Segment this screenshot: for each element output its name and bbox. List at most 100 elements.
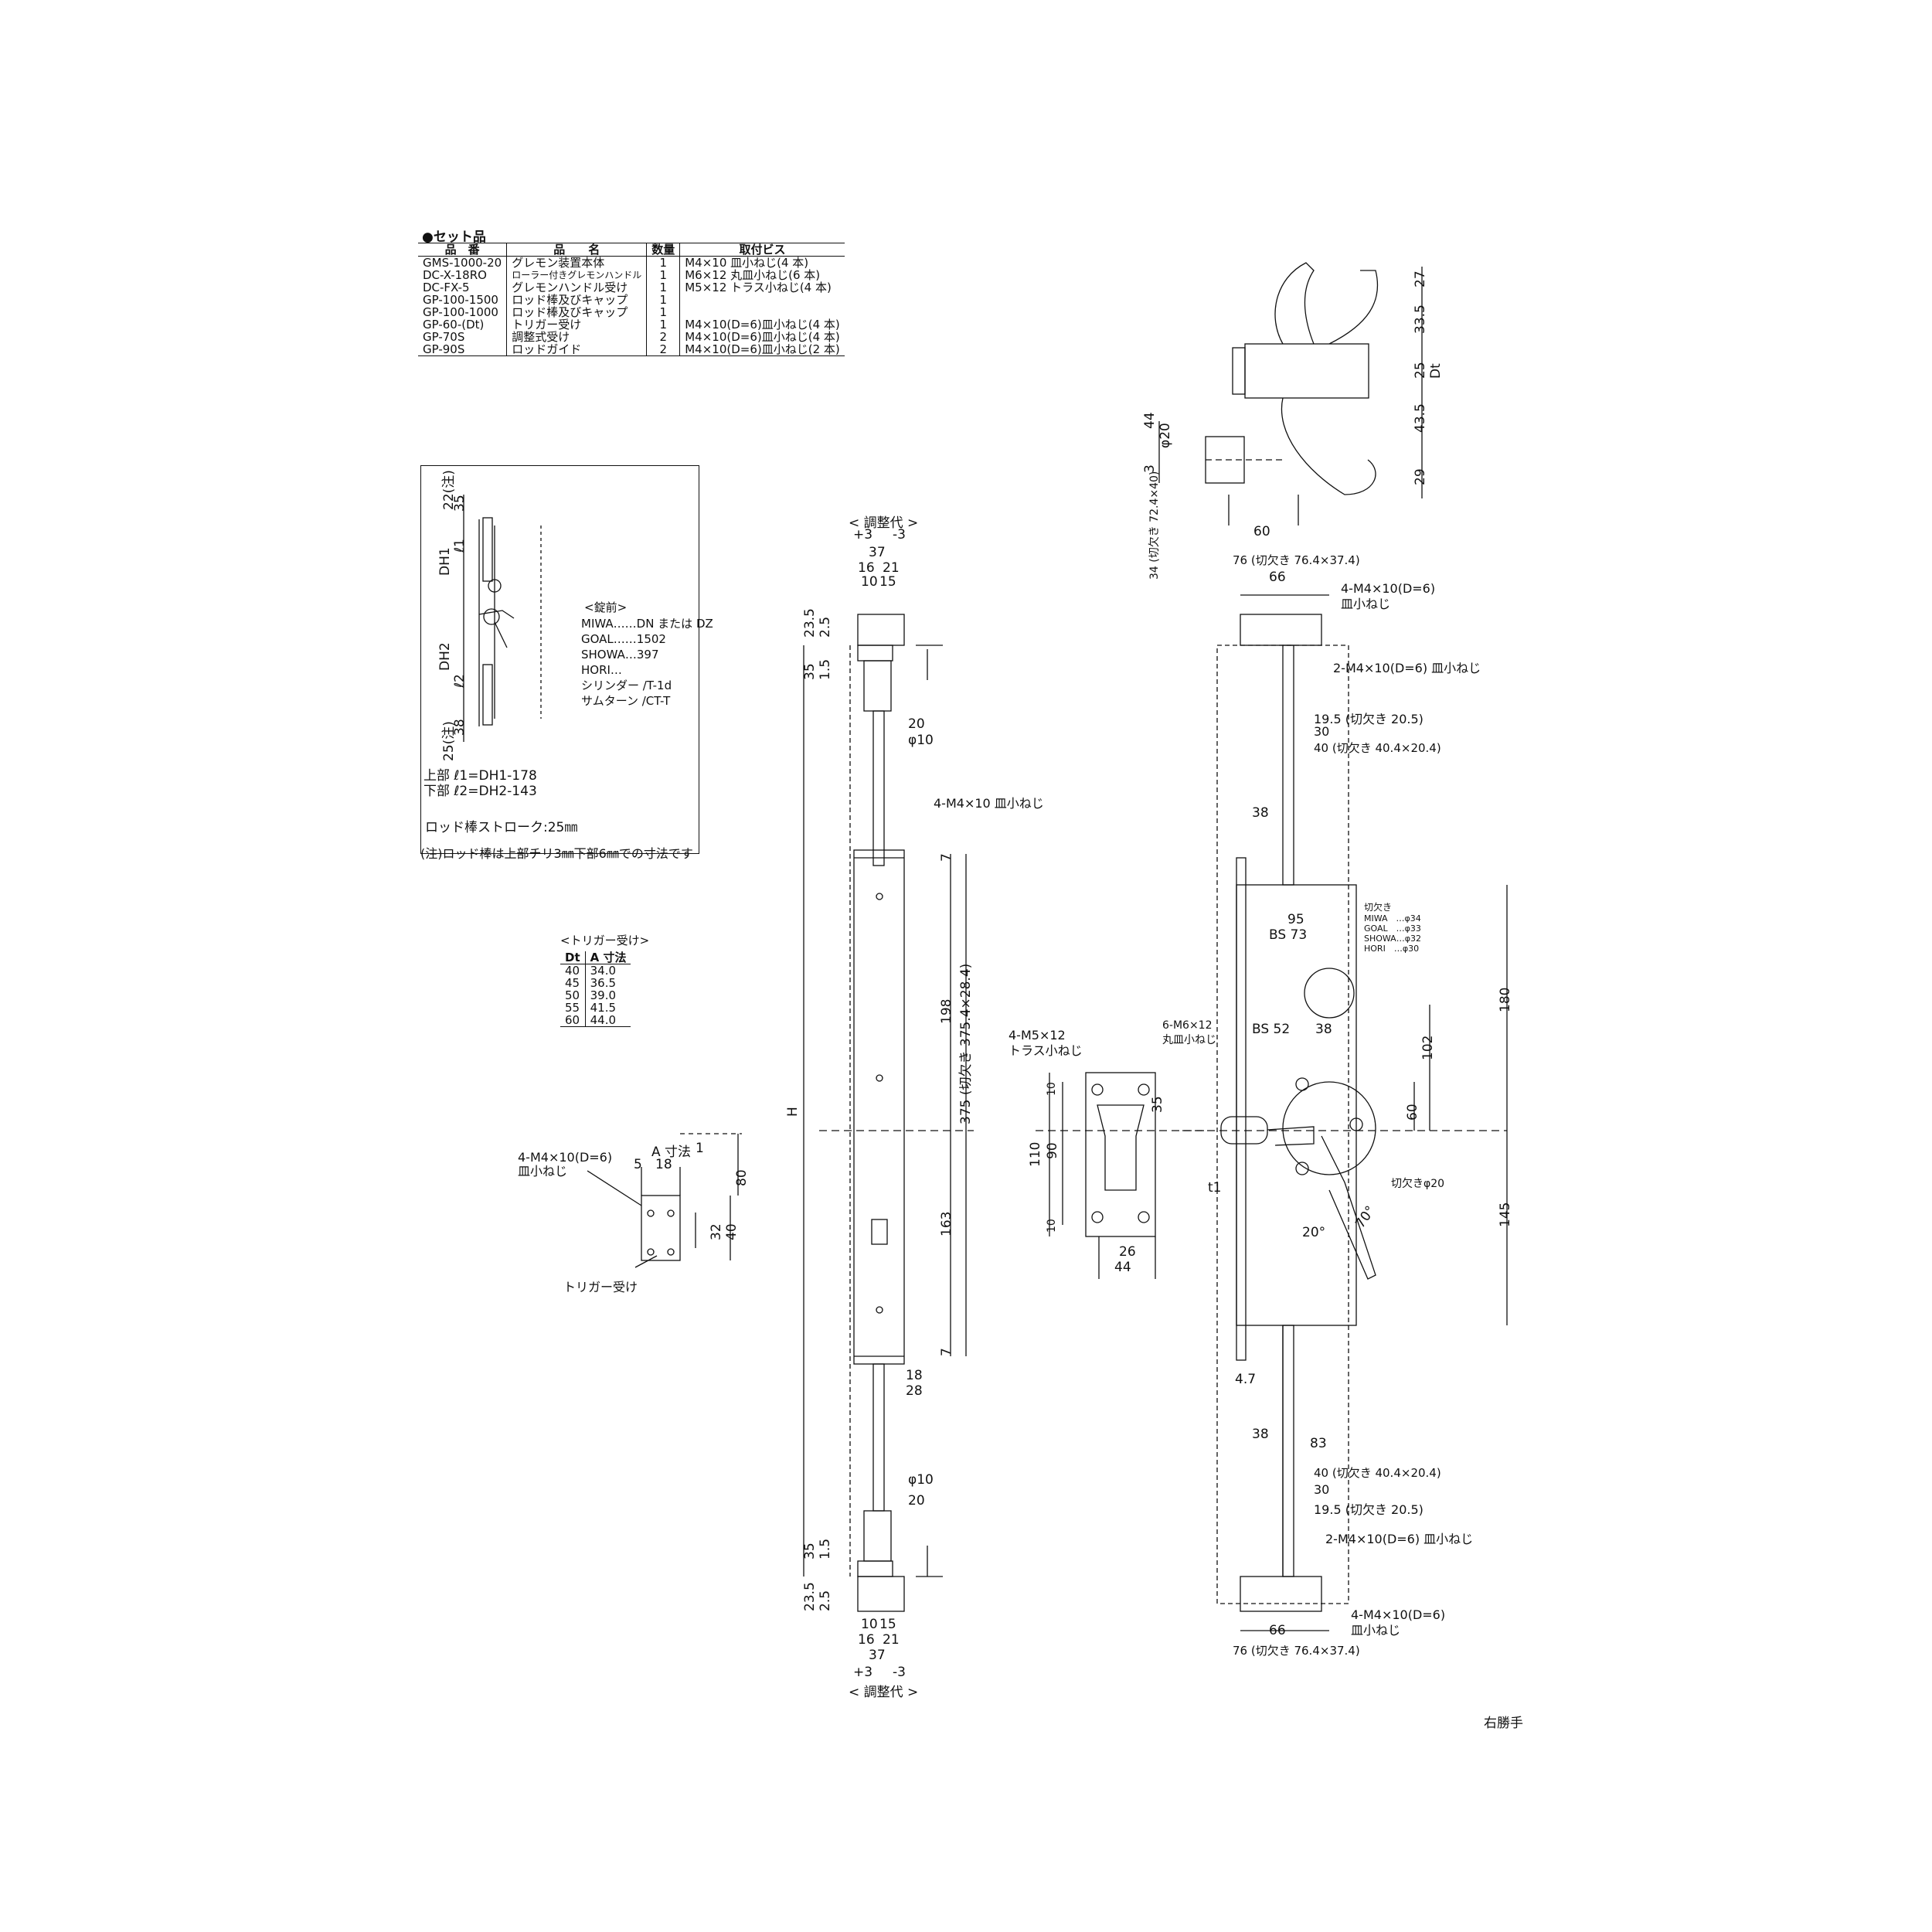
dim-10-bottom: 10 — [861, 1617, 878, 1632]
dim-198: 198 — [939, 998, 954, 1024]
cell: M6×12 丸皿小ねじ(6 本) — [679, 269, 845, 281]
header-part-number: 品 番 — [418, 243, 507, 257]
cell: 2 — [646, 343, 680, 356]
formula-upper: 上部 ℓ1=DH1-178 — [423, 768, 537, 784]
dim-21: 21 — [883, 560, 900, 576]
cell: 2 — [646, 331, 680, 343]
dim-16-bottom: 16 — [858, 1632, 875, 1648]
cell: 1 — [646, 281, 680, 294]
table-row: 55 41.5 — [560, 1002, 631, 1014]
adjust-bottom-label: < 調整代 > — [849, 1685, 919, 1700]
dim-20-bottom: 20 — [908, 1493, 925, 1509]
cell: ロッドガイド — [506, 343, 647, 356]
main-screw2-bottom: 2-M4×10(D=6) 皿小ねじ — [1325, 1532, 1474, 1546]
handle-d27: 27 — [1413, 270, 1428, 287]
main-angle20: 20° — [1302, 1225, 1326, 1240]
dim-21-bottom: 21 — [883, 1632, 900, 1648]
main-d40-bottom: 40 (切欠き 40.4×20.4) — [1314, 1466, 1441, 1480]
cell: 41.5 — [584, 1002, 631, 1014]
dim-28: 28 — [906, 1383, 923, 1399]
receiver-screw-label: 4-M5×12 — [1009, 1028, 1066, 1043]
cell: GP-90S — [423, 342, 465, 356]
handle-d43-5: 43.5 — [1413, 403, 1428, 433]
dim-23-5-bottom: 23.5 — [802, 1582, 818, 1611]
cell: 34.0 — [584, 964, 631, 977]
adjust-top-label: < 調整代 > — [849, 515, 919, 531]
receiver-d110: 110 — [1028, 1141, 1043, 1167]
cell: GP-100-1000 — [423, 305, 498, 319]
dim-20: 20 — [908, 716, 925, 732]
main-d38-top: 38 — [1252, 805, 1269, 821]
dim-375: 375 (切欠き 375.4×28.4) — [958, 963, 974, 1124]
main-d145: 145 — [1498, 1202, 1513, 1227]
table-header-row: 品 番 品 名 数量 取付ビス — [418, 243, 845, 257]
cell: GMS-1000-20 — [423, 256, 502, 270]
main-d66-bottom: 66 — [1269, 1623, 1286, 1638]
cell: 55 — [565, 1001, 580, 1015]
main-d76-bottom: 76 (切欠き 76.4×37.4) — [1233, 1644, 1360, 1658]
dim-35-bottom: 35 — [802, 1543, 818, 1560]
trigger-d1: 1 — [696, 1141, 704, 1156]
trigger-screw-label: 4-M4×10(D=6) — [518, 1150, 613, 1165]
trigger-a-dim: A 寸法 — [651, 1145, 692, 1160]
cell: グレモン装置本体 — [506, 256, 647, 269]
cell: M4×10(D=6)皿小ねじ(4 本) — [679, 331, 845, 343]
cell: DC-X-18RO — [423, 268, 487, 282]
lock-line: サムターン /CT-T — [581, 694, 671, 708]
cell: ローラー付きグレモンハンドル — [506, 269, 647, 281]
trigger-label: トリガー受け — [563, 1280, 638, 1294]
dim-phi10: φ10 — [908, 733, 934, 748]
cell: 39.0 — [584, 989, 631, 1002]
installation-note-box — [420, 465, 699, 854]
handle-d33-5: 33.5 — [1413, 304, 1428, 334]
cell: GP-60-(Dt) — [423, 318, 485, 332]
dim-37-bottom: 37 — [869, 1648, 886, 1663]
receiver-d10-top: 10 — [1046, 1082, 1058, 1096]
formula-lower: 下部 ℓ2=DH2-143 — [423, 784, 537, 799]
main-screw-top: 4-M4×10(D=6) — [1341, 581, 1436, 596]
main-cut-line: HORI …φ30 — [1364, 944, 1420, 954]
main-t1: t1 — [1208, 1180, 1222, 1196]
dim-plus3: +3 — [853, 527, 873, 543]
main-bs52: BS 52 — [1252, 1022, 1291, 1037]
dim-plus3-bottom: +3 — [853, 1665, 873, 1680]
handle-dt: Dt — [1428, 363, 1444, 379]
cell: 1 — [646, 294, 680, 306]
main-screw6: 6-M6×12 — [1162, 1019, 1213, 1032]
dim-15-bottom: 15 — [879, 1617, 896, 1632]
dim-2-5: 2.5 — [818, 616, 833, 638]
lock-line: SHOWA…397 — [581, 648, 659, 662]
header-a: A 寸法 — [584, 951, 631, 964]
main-d30-bottom: 30 — [1314, 1482, 1330, 1497]
receiver-d35: 35 — [1150, 1096, 1165, 1113]
cell: 44.0 — [584, 1014, 631, 1027]
main-d19-5-bottom: 19.5 (切欠き 20.5) — [1314, 1502, 1423, 1517]
dim-minus3-bottom: -3 — [893, 1665, 906, 1680]
cell: M4×10(D=6)皿小ねじ(2 本) — [679, 343, 845, 356]
rod-assembly-drawing — [803, 614, 974, 1612]
main-d40-top: 40 (切欠き 40.4×20.4) — [1314, 741, 1441, 755]
handle-phi20: φ20 — [1158, 423, 1173, 448]
footnote: (注)ロッド棒は上部チリ3㎜下部6㎜での寸法です — [420, 846, 693, 861]
cell: 45 — [565, 976, 580, 990]
cell: ロッド棒及びキャップ — [506, 306, 647, 318]
dim-163: 163 — [939, 1211, 954, 1236]
main-d180: 180 — [1498, 987, 1513, 1012]
cell: 60 — [565, 1013, 580, 1027]
gremon-body-drawing — [1182, 594, 1508, 1631]
header-quantity: 数量 — [646, 243, 680, 257]
trigger-screw-label-2: 皿小ねじ — [518, 1164, 568, 1179]
dim-1-5: 1.5 — [818, 658, 833, 680]
trigger-receiver-drawing — [587, 1133, 742, 1268]
main-cut20: 切欠きφ20 — [1391, 1178, 1445, 1190]
receiver-screw-label-2: トラス小ねじ — [1009, 1043, 1083, 1058]
